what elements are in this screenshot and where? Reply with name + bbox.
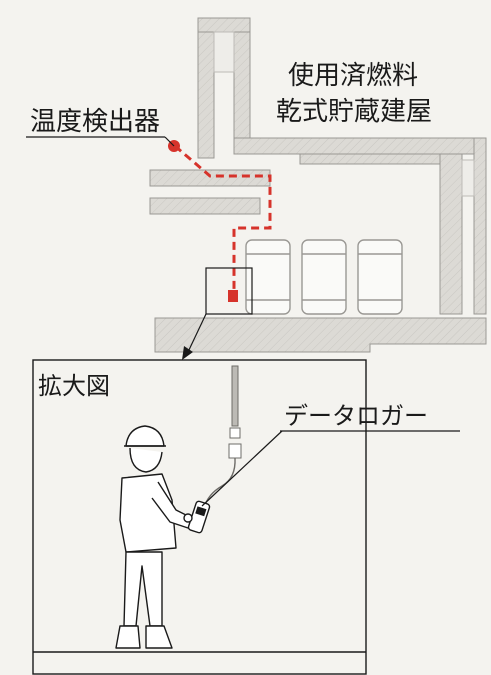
cask — [301, 239, 347, 315]
roof-slab — [233, 137, 485, 155]
tower-wall-right — [233, 17, 251, 139]
handheld-device-icon — [183, 500, 211, 534]
floor-slab — [154, 317, 487, 353]
cask — [357, 239, 403, 315]
logger-leader-line — [201, 430, 283, 507]
sensor-leader-line — [164, 136, 175, 147]
person-with-helmet-icon — [115, 425, 197, 649]
tower-cap — [197, 17, 251, 33]
tower-wall-left — [197, 17, 215, 159]
building-label-line2: 乾式貯蔵建屋 — [276, 97, 432, 127]
red-rectangle-icon — [228, 290, 238, 302]
right-outer-wall — [473, 137, 487, 315]
intake-duct-lower — [149, 197, 261, 215]
sensor-cable — [174, 144, 272, 292]
magnify-pointer-line — [187, 313, 207, 353]
magnified-view-label: 拡大図 — [38, 372, 110, 400]
inner-ceiling — [299, 153, 441, 165]
right-wall — [439, 153, 463, 315]
building-structure — [149, 17, 487, 353]
cask — [245, 239, 291, 315]
magnify-pointer-arrowhead — [182, 346, 193, 360]
sensor-label: 温度検出器 — [30, 107, 160, 137]
right-window — [461, 159, 475, 197]
magnify-source-box — [205, 267, 253, 315]
intake-duct-upper — [149, 169, 271, 187]
storage-casks — [245, 239, 403, 315]
tower-inner-light — [213, 31, 235, 73]
building-label-line1: 使用済燃料 — [288, 61, 418, 91]
logger-label: データロガー — [284, 402, 428, 430]
